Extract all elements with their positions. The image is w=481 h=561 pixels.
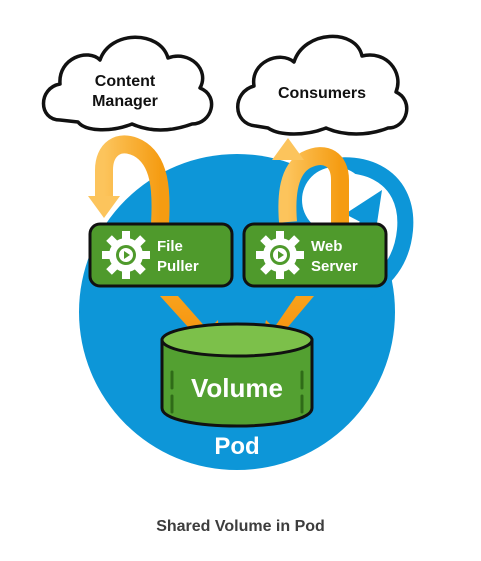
figure-caption: Shared Volume in Pod [156,518,325,535]
gear-icon [256,231,304,279]
cloud-consumers: Consumers [236,34,409,136]
container-web-server-line1: Web [311,238,342,255]
cloud-content-manager-line1: Content [95,73,156,90]
container-file-puller-line2: Puller [157,258,199,275]
arrow-server-to-consumers [272,138,349,224]
cloud-content-manager: Content Manager [41,35,214,132]
container-web-server: Web Server [242,222,388,288]
container-web-server-line2: Server [311,258,358,275]
cloud-consumers-label: Consumers [278,85,366,102]
container-file-puller: File Puller [88,222,234,288]
cloud-content-manager-line2: Manager [92,93,158,110]
shared-volume-diagram: Content Manager Consumers [41,34,414,470]
arrow-content-to-puller [88,135,170,225]
container-file-puller-line1: File [157,238,183,255]
volume-cylinder: Volume [160,322,314,428]
volume-label: Volume [191,373,283,403]
gear-icon [102,231,150,279]
pod-label: Pod [214,433,259,460]
